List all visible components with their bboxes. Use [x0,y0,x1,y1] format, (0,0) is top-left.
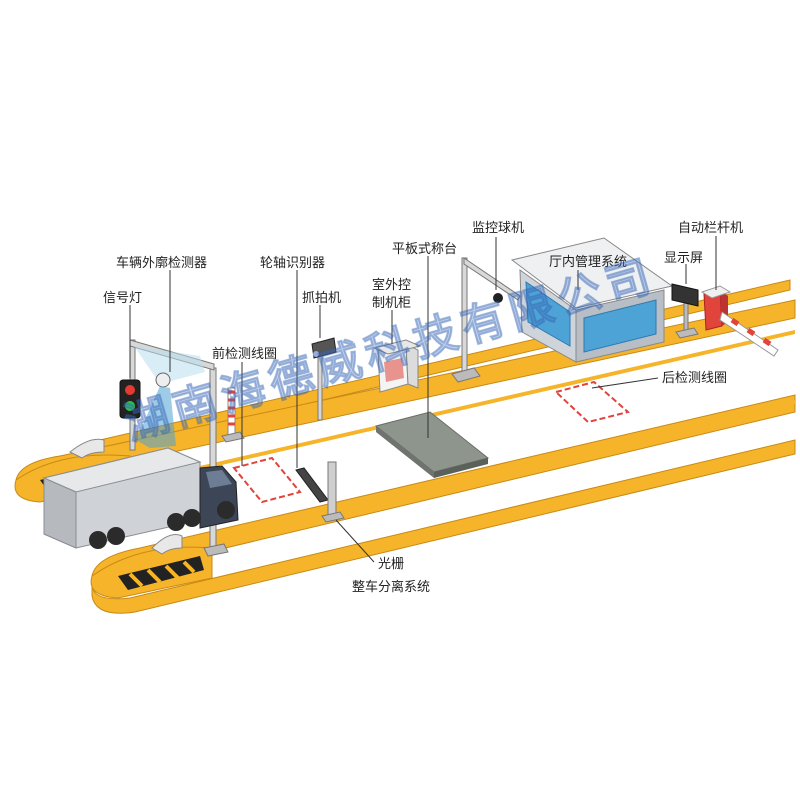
labels: 信号灯 车辆外廓检测器 前检测线圈 轮轴识别器 抓拍机 室外控 制机柜 平板式称… [103,221,743,595]
label-display: 显示屏 [664,251,703,266]
dome-camera-pole [451,257,521,383]
contour-detector-device [155,372,171,388]
booth [510,237,674,363]
front-loop [232,456,302,504]
capture-camera-icon [311,337,337,421]
lane-line [200,400,795,544]
label-control-cabinet-2: 制机柜 [372,296,411,311]
display-screen-icon [671,283,699,339]
label-separation-system: 整车分离系统 [352,579,430,595]
label-signal-light: 信号灯 [103,291,142,306]
dome-camera-icon [493,293,503,303]
label-booth-system: 厅内管理系统 [549,254,627,270]
label-barrier: 自动栏杆机 [678,221,743,236]
platform-scale [374,411,490,478]
infrared-pole [221,387,245,443]
label-dome-camera: 监控球机 [472,221,524,236]
control-cabinet [372,339,422,393]
label-platform-scale: 平板式称台 [392,242,457,257]
axle-detector [295,467,329,503]
truck [42,447,239,549]
label-control-cabinet-1: 室外控 [372,277,411,293]
traffic-light [119,379,141,419]
booth-window [583,299,657,353]
label-axle-detector: 轮轴识别器 [260,256,325,271]
light-curtain-pole [321,461,345,523]
barrier-gate [700,285,779,357]
label-contour-detector: 车辆外廓检测器 [116,255,207,271]
near-edge-strip [91,439,796,614]
leader-lines [129,236,717,563]
label-light-curtain: 光栅 [378,557,404,572]
label-rear-loop: 后检测线圈 [662,371,727,386]
scan-beam-icon [136,386,176,448]
label-front-loop: 前检测线圈 [212,346,277,362]
booth-window [525,281,571,347]
label-capture-camera: 抓拍机 [302,291,341,306]
rear-loop [553,380,631,424]
